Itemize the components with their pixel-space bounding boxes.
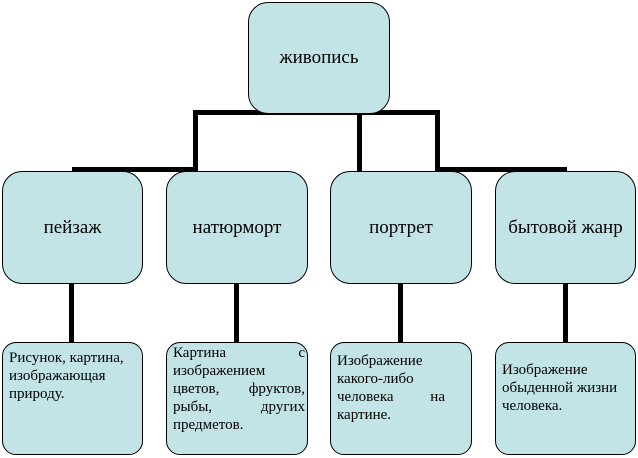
genre-description-text: Рисунок, картина, изображающая природу. xyxy=(9,350,124,402)
connector-right-bus xyxy=(435,167,567,172)
genre-node-label: пейзаж xyxy=(43,216,102,238)
genre-description-text: Картина с изображением цветов, фруктов, … xyxy=(173,345,305,433)
genre-description-still-life: Картина с изображением цветов, фруктов, … xyxy=(166,342,308,455)
genre-node-label: натюрморт xyxy=(192,216,282,238)
connector-genre-1-to-desc xyxy=(69,282,74,344)
genre-node-label: портрет xyxy=(369,216,433,238)
connector-root-right-stem xyxy=(435,110,440,174)
root-node-painting: живопись xyxy=(248,2,390,114)
genre-description-text: Изображение обыденной жизни человека. xyxy=(502,362,618,414)
connector-genre-4-to-desc xyxy=(563,282,568,344)
connector-genre-2-to-desc xyxy=(234,282,239,344)
genre-node-portrait: портрет xyxy=(330,171,472,284)
genre-description-landscape: Рисунок, картина, изображающая природу. xyxy=(2,342,143,455)
genre-node-landscape: пейзаж xyxy=(2,171,143,284)
root-node-label: живопись xyxy=(279,47,359,68)
genre-node-label: бытовой жанр xyxy=(508,216,623,238)
connector-center-drop xyxy=(357,110,362,174)
connector-left-bus xyxy=(72,167,198,172)
genre-description-genre-painting: Изображение обыденной жизни человека. xyxy=(495,342,636,455)
genre-node-still-life: натюрморт xyxy=(166,171,308,284)
genre-node-genre-painting: бытовой жанр xyxy=(495,171,636,284)
genre-description-text: Изображение какого-либо человека на карт… xyxy=(337,353,445,423)
connector-genre-3-to-desc xyxy=(398,282,403,344)
connector-root-left-stem xyxy=(193,110,198,174)
genre-description-portrait: Изображение какого-либо человека на карт… xyxy=(330,342,472,455)
